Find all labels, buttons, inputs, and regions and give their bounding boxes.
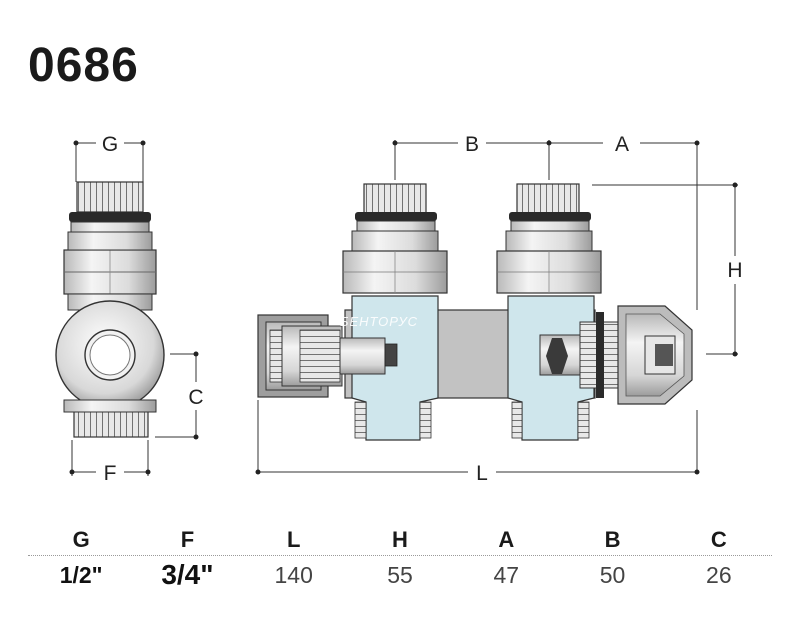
front-view	[255, 140, 738, 475]
technical-drawing: G C F	[55, 133, 743, 485]
dimensions-table: G F L H A B C 1/2" 3/4" 140 55 47 50 26	[28, 525, 772, 592]
watermark-text: БЕНТОРУС	[340, 314, 418, 329]
table-value-cell: 50	[599, 562, 626, 588]
table-divider	[28, 555, 772, 556]
table-value-cell: 3/4"	[161, 559, 214, 590]
dim-label-g: G	[102, 133, 118, 156]
table-header-cell: H	[392, 527, 408, 552]
dim-label-b: B	[465, 133, 479, 156]
dim-label-f: F	[104, 462, 117, 485]
table-header-row: G F L H A B C	[28, 525, 772, 555]
table-value-cell: 140	[274, 562, 313, 588]
table-value-cell: 55	[387, 562, 413, 588]
table-value-cell: 47	[493, 562, 520, 588]
table-value-cell: 26	[706, 562, 732, 588]
table-value-row: 1/2" 3/4" 140 55 47 50 26	[28, 558, 772, 592]
table-header-cell: C	[710, 527, 727, 552]
table-header-cell: A	[498, 527, 515, 552]
side-view	[55, 140, 199, 476]
dim-label-a: A	[615, 133, 629, 156]
table-header-cell: B	[604, 527, 621, 552]
product-code-title: 0686	[28, 39, 139, 92]
table-header-cell: L	[286, 527, 301, 552]
table-header-cell: G	[72, 527, 90, 552]
table-value-cell: 1/2"	[59, 562, 103, 588]
dim-label-c: C	[188, 386, 203, 409]
dim-label-l: L	[476, 462, 488, 485]
table-header-cell: F	[180, 527, 195, 552]
dim-label-h: H	[727, 259, 742, 282]
